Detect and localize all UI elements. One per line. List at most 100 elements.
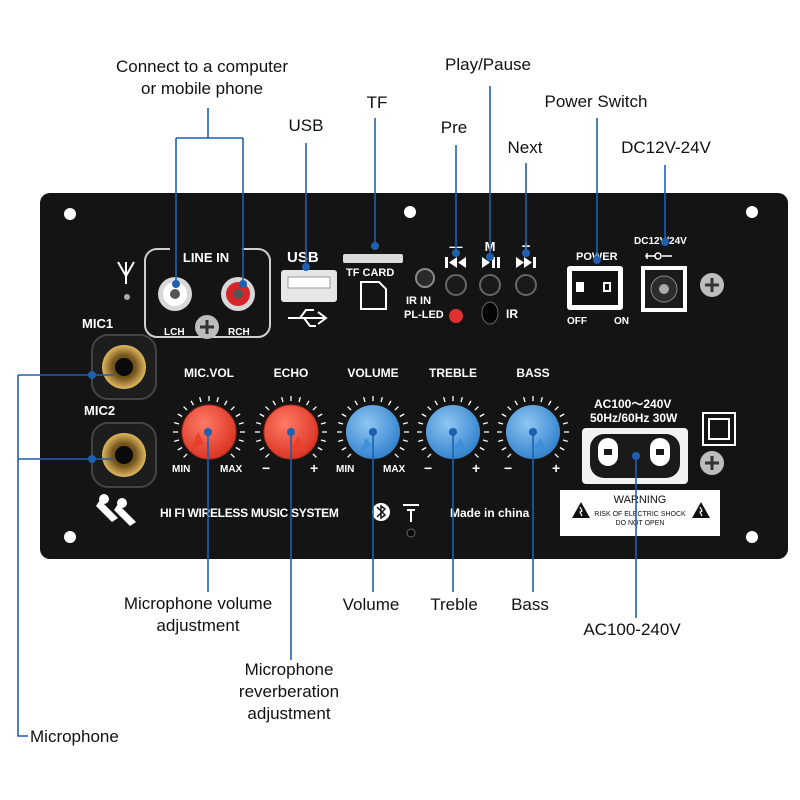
knob-tick	[421, 446, 427, 451]
ac-panel-line2: 50Hz/60Hz 30W	[590, 411, 678, 425]
knob-tick	[474, 406, 479, 411]
treble-label: TREBLE	[429, 366, 477, 380]
callout-ac: AC100-240V	[583, 620, 681, 639]
pre-button[interactable]	[445, 274, 467, 296]
knob-tick	[317, 446, 323, 451]
knob-tick	[559, 413, 565, 418]
knob-tick	[559, 446, 565, 451]
callout-connect-line1: Connect to a computer	[116, 57, 288, 76]
volume-max: MAX	[383, 464, 406, 475]
knob-tick	[341, 413, 347, 418]
treble-minus: −	[424, 460, 432, 476]
callout-bass: Bass	[511, 595, 549, 614]
prev-track-icon	[445, 257, 466, 268]
callout-pre: Pre	[441, 118, 467, 137]
knob-tick	[259, 413, 265, 418]
screw-icon	[195, 315, 219, 339]
warning-line2: DO NOT OPEN	[616, 520, 665, 527]
knob-tick	[281, 397, 284, 403]
knob-tick	[256, 422, 262, 425]
callout-mic-rev-line2: reverberation	[239, 682, 339, 701]
knob-tick	[498, 439, 504, 442]
knob-tick	[338, 439, 344, 442]
knob-tick	[272, 400, 277, 406]
usb-port[interactable]	[281, 270, 337, 302]
echo-minus: −	[262, 460, 270, 476]
knob-tick	[265, 406, 270, 411]
knob-tick	[501, 413, 507, 418]
mic1-jack[interactable]	[91, 334, 157, 400]
callout-dc: DC12V-24V	[621, 138, 711, 157]
knob-tick	[443, 397, 446, 403]
callout-volume: Volume	[343, 595, 400, 614]
knob-tick	[507, 406, 512, 411]
knob-tick	[312, 406, 317, 411]
next-button[interactable]	[515, 274, 537, 296]
mic-vol-min: MIN	[172, 464, 190, 475]
knob-tick	[479, 413, 485, 418]
mounting-holes	[64, 206, 758, 543]
callout-mic-rev-line1: Microphone	[245, 660, 334, 679]
knob-tick	[230, 453, 235, 458]
knob-tick	[235, 413, 241, 418]
knob-tick	[230, 406, 235, 411]
knob-tick	[547, 400, 552, 406]
lch-label: LCH	[164, 327, 185, 338]
knob-tick	[562, 422, 568, 425]
knob-tick	[341, 446, 347, 451]
screw-icon	[700, 451, 724, 475]
knob-tick	[298, 397, 301, 403]
bass-label: BASS	[516, 366, 549, 380]
power-switch[interactable]	[567, 266, 623, 310]
ir-sensor	[481, 301, 499, 325]
knob-tick	[265, 453, 270, 458]
callout-mic-vol-line2: adjustment	[156, 616, 239, 635]
pl-led-label: PL-LED	[404, 309, 444, 321]
play-pause-icon	[482, 257, 500, 268]
knob-tick	[498, 422, 504, 425]
tf-card-slot[interactable]	[343, 254, 403, 263]
mic2-jack[interactable]	[91, 422, 157, 488]
knob-tick	[347, 406, 352, 411]
brand-text: HI FI WIRELESS MUSIC SYSTEM	[160, 506, 339, 520]
knob-tick	[394, 406, 399, 411]
callout-mic-rev-line3: adjustment	[247, 704, 330, 723]
rca-jack-rch[interactable]	[221, 277, 255, 311]
knob-tick	[418, 422, 424, 425]
bass-plus: +	[552, 460, 560, 476]
knob-tick	[479, 446, 485, 451]
brand-logo-icon	[96, 494, 136, 526]
knob-tick	[363, 397, 366, 403]
knob-tick	[320, 422, 326, 425]
knob-tick	[402, 439, 408, 442]
knob-tick	[387, 400, 392, 406]
warning-line1: RISK OF ELECTRIC SHOCK	[594, 511, 686, 518]
knob-tick	[347, 453, 352, 458]
rca-jack-lch[interactable]	[158, 277, 192, 311]
leader-dots	[88, 238, 669, 463]
knob-tick	[238, 439, 244, 442]
made-in-text: Made in china	[450, 506, 530, 520]
knob-tick	[562, 439, 568, 442]
knob-tick	[540, 397, 543, 403]
dc-jack[interactable]	[641, 266, 687, 312]
callout-next: Next	[508, 138, 543, 157]
callout-usb: USB	[289, 116, 324, 135]
callout-microphone: Microphone	[30, 727, 119, 746]
knob-tick	[523, 397, 526, 403]
dc-panel-label: DC12V/24V	[634, 236, 687, 247]
callout-power-switch: Power Switch	[545, 92, 648, 111]
usb-port-label: USB	[287, 249, 319, 266]
play-pause-button[interactable]	[479, 274, 501, 296]
callout-tf: TF	[367, 93, 388, 112]
knob-tick	[199, 397, 202, 403]
knob-tick	[434, 400, 439, 406]
knob-tick	[507, 453, 512, 458]
ir-in-label: IR IN	[406, 295, 431, 307]
bass-minus: −	[504, 460, 512, 476]
knob-tick	[177, 413, 183, 418]
ir-receiver	[415, 268, 435, 288]
knob-tick	[554, 406, 559, 411]
knob-tick	[190, 400, 195, 406]
